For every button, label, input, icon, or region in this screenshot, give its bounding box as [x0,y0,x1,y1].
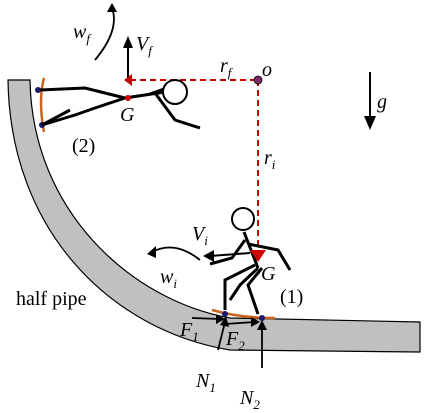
label-g-bottom: G [261,263,276,285]
label-w-f: wf [73,21,92,46]
friction-f1-arrow [191,314,225,324]
label-center-o: o [262,59,272,81]
label-r-i: ri [264,147,276,172]
angular-velocity-w-f-arrow [94,3,117,61]
label-n-2: N2 [239,387,260,412]
half-pipe-surface [7,79,421,353]
label-v-i: Vi [192,223,208,248]
label-g-top: G [120,104,135,126]
label-n-1: N1 [195,370,216,395]
r-f-arrowhead [124,74,132,86]
label-f-1: F1 [179,319,199,344]
label-half-pipe: half pipe [16,288,87,310]
label-v-f: Vf [136,33,154,58]
normal-n2-arrow [257,320,267,368]
friction-f2-arrow [224,317,260,327]
label-gravity-g: g [377,91,387,113]
label-w-i: wi [160,266,177,291]
velocity-v-i-arrow [203,250,251,262]
normal-n1-arrow [217,316,229,351]
velocity-v-f-arrow [123,36,133,80]
skater-position-2 [35,77,201,133]
angular-velocity-w-i-arrow [147,246,201,261]
label-f-2: F2 [225,328,245,353]
label-r-f: rf [220,55,234,80]
label-position-2: (2) [72,135,95,157]
label-position-1: (1) [280,286,303,308]
gravity-arrow [364,72,376,130]
skater-position-1 [209,207,292,321]
center-point-o [253,75,263,85]
